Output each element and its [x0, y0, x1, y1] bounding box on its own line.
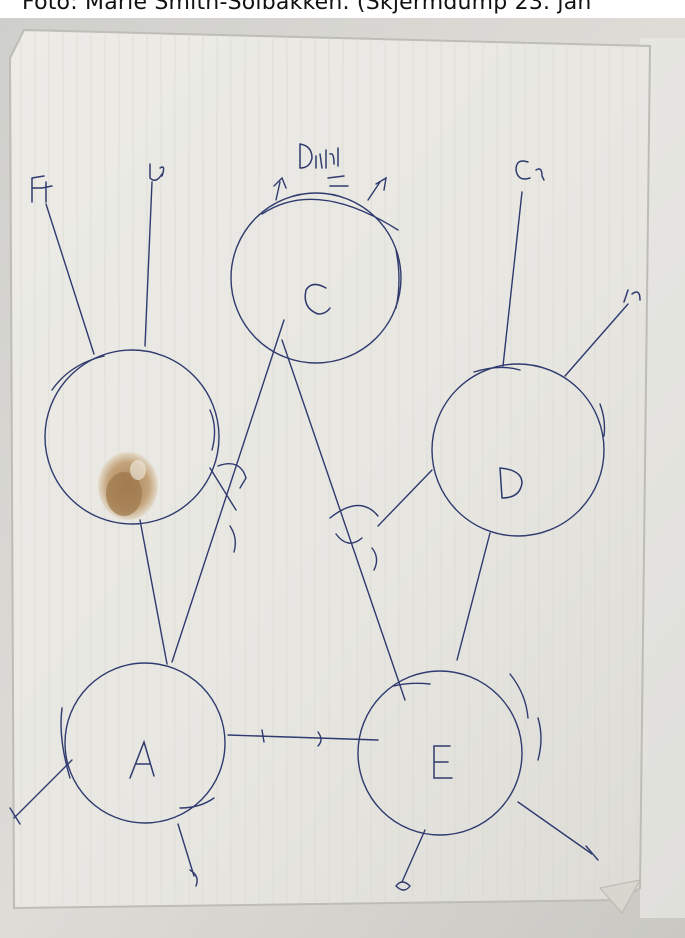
edge-d-left	[377, 469, 433, 527]
edge-c-e	[281, 339, 406, 701]
edge-a-c	[171, 319, 285, 663]
stub-e-right	[517, 801, 593, 855]
scribble-topleft	[51, 355, 216, 451]
edge-topleft-mid	[209, 467, 237, 511]
label-e	[433, 745, 453, 779]
scribble-d	[473, 366, 606, 437]
node-a-circle	[64, 662, 226, 824]
stub-topleft-2	[144, 181, 153, 347]
node-topleft-circle	[44, 349, 220, 525]
stub-a-bottom	[177, 823, 195, 877]
scribble-mid-left	[217, 463, 247, 553]
scribble-stub-marks	[9, 807, 599, 891]
scribble-c-top	[261, 198, 399, 231]
stub-e-bottom	[401, 829, 426, 883]
label-ca	[515, 160, 545, 181]
label-note	[299, 143, 349, 187]
node-c-circle	[230, 192, 402, 364]
edge-a-e	[227, 734, 379, 741]
label-ia	[623, 289, 641, 303]
label-c	[304, 283, 331, 315]
scribble-arrow-tips	[273, 176, 387, 191]
photo-caption: Foto: Marie Smith-Solbakken. (Skjermdump…	[22, 0, 592, 15]
brown-stain-core	[106, 472, 142, 516]
stub-topleft-1	[45, 203, 95, 355]
board-corner-tear	[599, 879, 641, 914]
cardboard-photo	[0, 18, 685, 938]
stain-highlight	[130, 460, 146, 480]
scribble-mid-right	[329, 504, 379, 571]
label-a	[129, 739, 155, 779]
handwriting	[31, 143, 641, 779]
stub-c-right	[367, 181, 381, 201]
stub-c-left	[275, 181, 281, 201]
label-ft	[31, 175, 53, 203]
edge-d-e	[456, 532, 491, 661]
stub-a-left	[13, 759, 73, 819]
node-d-circle	[431, 363, 605, 537]
diagram-ink	[9, 176, 629, 891]
node-e-circle	[357, 670, 523, 836]
scribble-a	[60, 707, 215, 809]
scribble-ae-ticks	[261, 729, 322, 747]
edge-topleft-a	[139, 519, 168, 665]
label-ue	[149, 163, 165, 181]
stub-d-right	[564, 303, 629, 377]
label-d	[499, 467, 523, 499]
scribble-c-right	[395, 249, 400, 309]
stub-d-top	[502, 191, 523, 367]
scribble-e	[393, 673, 542, 761]
